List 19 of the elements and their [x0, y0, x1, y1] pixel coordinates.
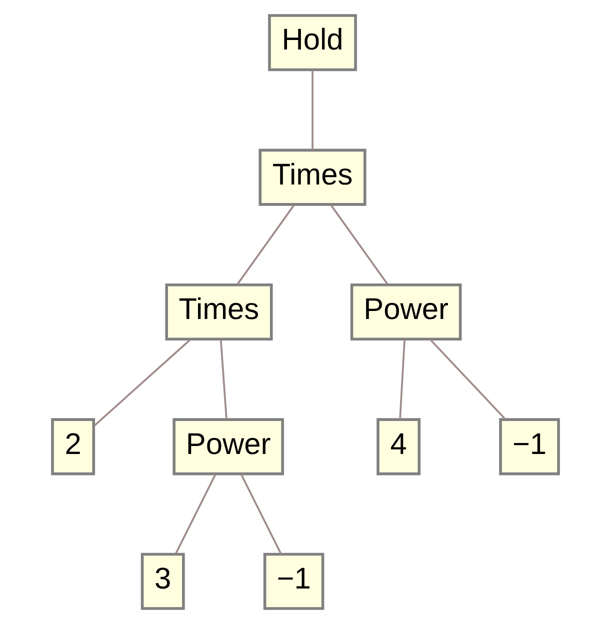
node-box: −1 — [262, 552, 324, 610]
connector — [429, 339, 506, 420]
node-box: 4 — [376, 418, 420, 476]
connector — [311, 70, 313, 150]
node-box: Times — [164, 283, 272, 341]
connector — [330, 204, 388, 285]
node-box: Power — [172, 418, 284, 476]
connector — [219, 340, 227, 420]
node-box: 3 — [140, 552, 184, 610]
connector — [174, 474, 216, 554]
connector — [398, 340, 405, 420]
node-box: 2 — [50, 418, 95, 476]
node-box: Power — [350, 283, 462, 341]
node-box: −1 — [498, 418, 560, 476]
node-box: Hold — [268, 14, 356, 72]
connector — [93, 339, 190, 426]
connector — [240, 474, 282, 554]
connector — [236, 204, 294, 285]
node-box: Times — [258, 148, 366, 206]
